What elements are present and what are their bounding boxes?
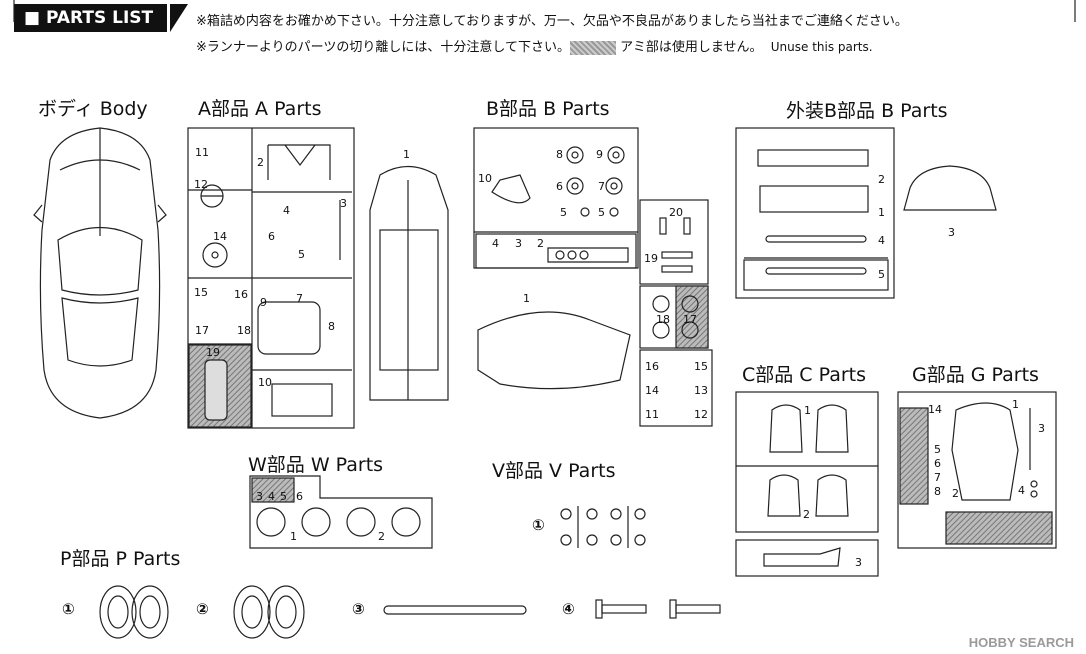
p-part-3-label: ③ <box>352 600 365 618</box>
svg-text:5: 5 <box>560 206 567 219</box>
section-title-c-parts: C部品 C Parts <box>742 364 867 386</box>
svg-text:14: 14 <box>928 403 942 416</box>
g-parts-runner <box>897 391 1057 549</box>
svg-text:12: 12 <box>694 408 708 421</box>
p-part-4-label: ④ <box>562 600 575 618</box>
svg-text:5: 5 <box>934 443 941 456</box>
note-line-2: ※ランナーよりのパーツの切り離しには、十分注意して下さい。 アミ部は使用しません… <box>196 36 873 55</box>
svg-text:14: 14 <box>213 230 227 243</box>
section-title-v-parts: V部品 V Parts <box>492 460 616 482</box>
svg-text:10: 10 <box>478 172 492 185</box>
svg-text:10: 10 <box>258 376 272 389</box>
svg-text:4: 4 <box>878 234 885 247</box>
svg-text:6: 6 <box>556 180 563 193</box>
svg-text:16: 16 <box>645 360 659 373</box>
svg-text:8: 8 <box>328 320 335 333</box>
note-line-2-text: ※ランナーよりのパーツの切り離しには、十分注意して下さい。 <box>196 40 570 55</box>
note-line-2-english: Unuse this parts. <box>770 40 873 54</box>
svg-text:20: 20 <box>669 206 683 219</box>
mesh-sample-swatch <box>569 40 616 55</box>
svg-text:1: 1 <box>1012 398 1019 411</box>
svg-text:5: 5 <box>598 206 605 219</box>
svg-text:9: 9 <box>260 296 267 309</box>
svg-text:3: 3 <box>855 556 862 569</box>
svg-text:6: 6 <box>934 457 941 470</box>
v-parts-drawing <box>560 506 646 548</box>
svg-text:5: 5 <box>878 268 885 281</box>
svg-text:3: 3 <box>256 490 263 503</box>
svg-text:3: 3 <box>340 197 347 210</box>
svg-text:2: 2 <box>952 487 959 500</box>
svg-text:2: 2 <box>257 156 264 169</box>
svg-text:14: 14 <box>645 384 659 397</box>
section-title-g-parts: G部品 G Parts <box>912 364 1039 386</box>
svg-text:12: 12 <box>194 178 208 191</box>
svg-text:17: 17 <box>195 324 209 337</box>
svg-text:11: 11 <box>195 146 209 159</box>
svg-text:3: 3 <box>1038 422 1045 435</box>
svg-text:1: 1 <box>290 530 297 543</box>
p-part-2-label: ② <box>196 600 209 618</box>
svg-text:19: 19 <box>206 346 220 359</box>
p-parts-drawing <box>99 585 721 639</box>
svg-text:8: 8 <box>556 148 563 161</box>
svg-text:2: 2 <box>803 508 810 521</box>
svg-text:15: 15 <box>194 286 208 299</box>
svg-text:11: 11 <box>645 408 659 421</box>
svg-text:15: 15 <box>694 360 708 373</box>
svg-text:19: 19 <box>644 252 658 265</box>
svg-text:5: 5 <box>298 248 305 261</box>
svg-text:8: 8 <box>934 485 941 498</box>
svg-text:4: 4 <box>492 237 499 250</box>
chassis-tub-drawing <box>369 165 449 401</box>
svg-text:4: 4 <box>268 490 275 503</box>
section-title-exterior-b-parts: 外装B部品 B Parts <box>786 100 948 122</box>
w-parts-runner <box>249 475 433 549</box>
section-title-b-parts: B部品 B Parts <box>486 98 610 120</box>
section-title-w-parts: W部品 W Parts <box>248 454 384 476</box>
svg-text:9: 9 <box>596 148 603 161</box>
note-line-1: ※箱詰め内容をお確かめ下さい。十分注意しておりますが、万一、欠品や不良品がありま… <box>196 14 908 29</box>
hobby-search-watermark: HOBBY SEARCH <box>968 635 1074 650</box>
p-part-1-label: ① <box>62 600 75 618</box>
svg-text:18: 18 <box>656 313 670 326</box>
svg-text:4: 4 <box>283 204 290 217</box>
svg-text:1: 1 <box>403 148 410 161</box>
svg-text:3: 3 <box>515 237 522 250</box>
svg-text:3: 3 <box>948 226 955 239</box>
section-title-p-parts: P部品 P Parts <box>60 548 181 570</box>
svg-text:17: 17 <box>683 313 697 326</box>
svg-text:7: 7 <box>934 471 941 484</box>
svg-text:4: 4 <box>1018 484 1025 497</box>
a-parts-runner <box>187 127 355 429</box>
svg-text:6: 6 <box>268 230 275 243</box>
svg-text:2: 2 <box>378 530 385 543</box>
svg-text:2: 2 <box>537 237 544 250</box>
v-part-1-label: ① <box>532 516 545 534</box>
svg-text:7: 7 <box>598 180 605 193</box>
svg-text:18: 18 <box>237 324 251 337</box>
svg-text:5: 5 <box>280 490 287 503</box>
section-title-a-parts: A部品 A Parts <box>198 98 322 120</box>
svg-text:16: 16 <box>234 288 248 301</box>
heading-tab-shape <box>170 4 188 32</box>
svg-text:7: 7 <box>296 292 303 305</box>
svg-text:13: 13 <box>694 384 708 397</box>
section-title-body: ボディ Body <box>38 98 148 120</box>
svg-text:1: 1 <box>804 404 811 417</box>
svg-text:6: 6 <box>296 490 303 503</box>
b-parts-runner <box>473 127 713 427</box>
exterior-b-parts-runner <box>735 127 997 299</box>
parts-list-heading: ■ PARTS LIST <box>14 4 168 32</box>
body-shell-drawing <box>33 127 167 419</box>
svg-text:1: 1 <box>878 206 885 219</box>
note-line-2-mesh-text: アミ部は使用しません。 <box>620 40 763 55</box>
svg-text:2: 2 <box>878 173 885 186</box>
c-parts-runner <box>735 391 879 577</box>
svg-text:1: 1 <box>523 292 530 305</box>
